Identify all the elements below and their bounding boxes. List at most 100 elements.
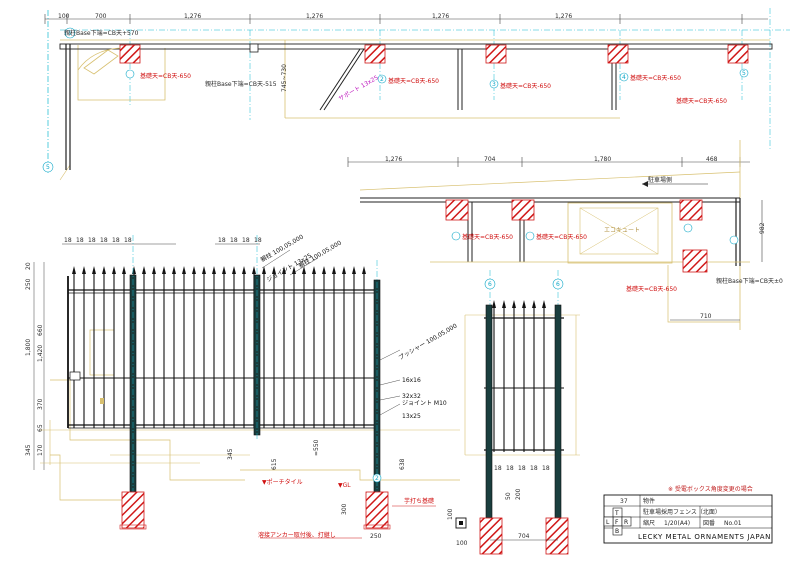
- top-note-kiso-5: 基礎天=CB天-650: [676, 97, 727, 105]
- elev-label-rail: 親柱 100,05,000: [297, 239, 343, 270]
- tfr-bottom: B: [615, 528, 619, 535]
- mid-dim-0: 1,276: [385, 156, 402, 163]
- fence-elevation-view: 18 18 18 18 18 18 18 18 18 18 20 250 660…: [25, 233, 460, 540]
- fence-picket-spear: [172, 266, 176, 274]
- fence-picket-spear: [132, 266, 136, 274]
- detail-side-dim: 100: [447, 508, 454, 520]
- mid-arrow-label: 駐車場側: [648, 176, 672, 184]
- fence-picket-spear: [242, 266, 246, 274]
- elev-left-dim-4: 1,420: [37, 345, 44, 362]
- elev-left-dim-2: 660: [37, 324, 44, 336]
- elev-dim-345: 345: [227, 448, 234, 460]
- fence-picket-spear: [322, 266, 326, 274]
- top-post-label-3: 5: [742, 70, 746, 77]
- elev-label-side-post: プッシャー 100,05,000: [398, 322, 459, 361]
- fence-picket-spear: [332, 266, 336, 274]
- detail-dim-0: 18: [494, 465, 502, 472]
- top-dim-3: 1,276: [306, 13, 323, 20]
- mid-plan-view: 1,276 704 1,780 468 エコキュート 駐車場側 982: [347, 140, 783, 330]
- tfr-front: F: [615, 519, 619, 526]
- detail-picket-spear: [532, 300, 536, 308]
- top-post-label-1: 3: [492, 81, 496, 88]
- elev-left-dim-6: 65: [37, 424, 44, 432]
- elev-label-base: 芋打ち基礎: [404, 497, 434, 505]
- mid-dim-2: 1,780: [594, 156, 611, 163]
- detail-circle-0: 6: [488, 281, 492, 288]
- fence-picket-spear: [92, 266, 96, 274]
- mid-kiso-a: 基礎天=CB天-650: [462, 233, 513, 241]
- top-note-support: サポート 13x25: [337, 73, 380, 102]
- detail-picket-spear: [522, 300, 526, 308]
- elev-left-dim-3: 1,800: [25, 339, 32, 356]
- detail-base-dim: 100: [456, 540, 468, 547]
- detail-dim-2: 18: [518, 465, 526, 472]
- detail-vdim-2: 200: [515, 488, 522, 500]
- elev-label-bar1: 32x32: [402, 393, 421, 400]
- top-post-label-0: 2: [380, 76, 384, 83]
- fence-picket-spear: [352, 266, 356, 274]
- fence-picket-spear: [142, 266, 146, 274]
- elev-top-dim-1: 18: [76, 237, 84, 244]
- elev-left-dim-1: 250: [25, 278, 32, 290]
- fence-picket-spear: [362, 266, 366, 274]
- top-dim-4: 1,276: [432, 13, 449, 20]
- top-note-base-left: 親柱Base下端=CB天+570: [64, 29, 139, 37]
- mid-kiso-c: 基礎天=CB天-650: [626, 285, 677, 293]
- fence-picket-spear: [232, 266, 236, 274]
- title-date: 37: [620, 498, 628, 505]
- fence-picket-spear: [102, 266, 106, 274]
- tfr-left: L: [606, 519, 610, 526]
- elev-top-dim-7: 18: [230, 237, 238, 244]
- fence-picket-spear: [212, 266, 216, 274]
- elev-top-dim-2: 18: [88, 237, 96, 244]
- detail-bottom-dim: 704: [518, 533, 530, 540]
- elev-base-height: 300: [341, 503, 348, 515]
- elev-top-dim-0: 18: [64, 237, 72, 244]
- fence-picket-spear: [72, 266, 76, 274]
- top-note-kiso-2: 基礎天=CB天-650: [388, 77, 439, 85]
- elev-top-dim-3: 18: [100, 237, 108, 244]
- elev-label-anchor: 溶接アンカー取付後、打継し: [258, 531, 336, 539]
- elev-label-floor2: ▼GL: [338, 482, 351, 489]
- fence-picket-spear: [182, 266, 186, 274]
- detail-circle-1: 6: [556, 281, 560, 288]
- title-project-label: 物件: [643, 497, 655, 505]
- elev-top-dim-6: 18: [218, 237, 226, 244]
- top-circle-a: 1: [68, 30, 72, 37]
- detail-picket-spear: [512, 300, 516, 308]
- fence-picket-spear: [122, 266, 126, 274]
- top-note-kiso-4: 基礎天=CB天-650: [630, 74, 681, 82]
- elev-top-dim-9: 18: [254, 237, 262, 244]
- title-project-value: 駐車場採用フェンス（北面）: [643, 508, 721, 516]
- mid-dim-1: 704: [484, 156, 496, 163]
- fence-picket-spear: [202, 266, 206, 274]
- elev-dim-615: 615: [271, 458, 278, 470]
- top-dim-0: 100: [58, 13, 70, 20]
- elev-post-circle: 2: [375, 475, 379, 482]
- detail-dim-4: 18: [542, 465, 550, 472]
- detail-vdim-1: 50: [505, 492, 512, 500]
- detail-dim-3: 18: [530, 465, 538, 472]
- elev-label-bar3: 13x25: [402, 413, 421, 420]
- mid-dim-3: 468: [706, 156, 718, 163]
- tfr-right: R: [624, 519, 628, 526]
- detail-picket-spear: [502, 300, 506, 308]
- mid-side-dim: 982: [759, 222, 766, 234]
- fence-picket-spear: [222, 266, 226, 274]
- detail-elevation-view: 6 6 704 18 18 18 18 18 100 100 50 200: [447, 270, 580, 555]
- elev-left-dim-0: 20: [25, 262, 32, 270]
- fence-picket-spear: [262, 266, 266, 274]
- detail-dim-1: 18: [506, 465, 514, 472]
- mid-base-right: 親柱Base下端=CB天±0: [716, 277, 783, 285]
- mid-kiso-b: 基礎天=CB天-650: [536, 233, 587, 241]
- title-scale-value: 1/20(A4): [664, 520, 690, 527]
- top-circle-b: 5: [46, 164, 50, 171]
- elev-label-floor: ▼ポーチタイル: [262, 478, 303, 486]
- elev-label-floor-dim: =550: [313, 439, 320, 456]
- title-num-value: No.01: [724, 520, 742, 527]
- fence-bar-group: [72, 266, 366, 428]
- mid-ecocute-label: エコキュート: [604, 227, 640, 234]
- tfr-top: T: [614, 510, 619, 517]
- fence-picket-spear: [282, 266, 286, 274]
- elev-left-dim-8: 170: [37, 444, 44, 456]
